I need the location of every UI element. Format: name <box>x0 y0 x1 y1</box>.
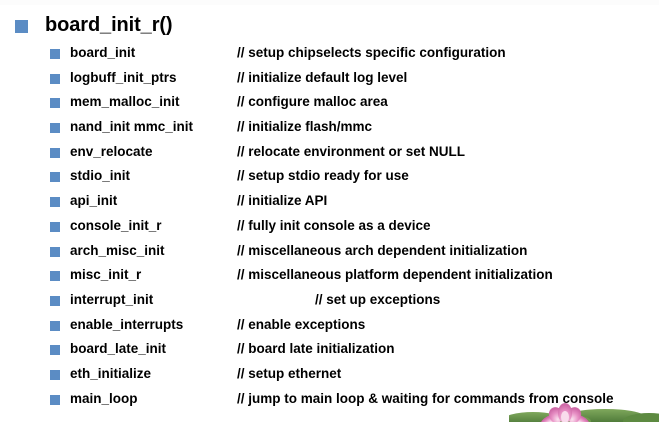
function-name: board_late_init <box>70 341 167 357</box>
list-item[interactable]: arch_misc_init // miscellaneous arch depe… <box>0 241 659 266</box>
function-comment: // setup stdio ready for use <box>237 168 409 184</box>
function-comment: // fully init console as a device <box>237 217 431 233</box>
list-item[interactable]: mem_malloc_init // configure malloc area <box>0 92 659 117</box>
square-bullet-icon <box>50 369 60 380</box>
square-bullet-icon <box>50 49 60 59</box>
list-item[interactable]: stdio_init // setup stdio ready for use <box>0 166 659 191</box>
list-item[interactable]: nand_init mmc_init // initialize flash/mm… <box>0 117 659 142</box>
square-bullet-icon <box>50 394 60 405</box>
function-comment: // enable exceptions <box>237 316 366 332</box>
square-bullet-icon <box>50 295 60 306</box>
list-item[interactable]: misc_init_r // miscellaneous platform dep… <box>0 265 659 290</box>
function-comment: // miscellaneous arch dependent initiali… <box>237 242 528 258</box>
list-item[interactable]: env_relocate // relocate environment or s… <box>0 142 659 167</box>
slide-title-row: board_init_r() <box>15 13 173 37</box>
function-name: mem_malloc_init <box>70 94 180 110</box>
list-item[interactable]: enable_interrupts // enable exceptions <box>0 315 659 340</box>
square-bullet-icon <box>50 172 60 183</box>
function-name: console_init_r <box>70 217 162 233</box>
list-item[interactable]: interrupt_init // set up exceptions <box>0 290 659 315</box>
function-name: enable_interrupts <box>70 316 184 332</box>
square-bullet-icon <box>50 123 60 134</box>
function-comment: // initialize flash/mmc <box>237 119 373 135</box>
function-name: misc_init_r <box>70 267 142 283</box>
square-bullet-icon <box>50 73 60 84</box>
function-name: arch_misc_init <box>70 242 165 258</box>
function-comment: // relocate environment or set NULL <box>237 143 466 159</box>
square-bullet-icon <box>50 221 60 232</box>
function-comment: // configure malloc area <box>237 94 388 110</box>
list-item[interactable]: logbuff_init_ptrs // initialize default l… <box>0 68 659 93</box>
function-name: env_relocate <box>70 143 153 159</box>
top-band <box>0 0 659 5</box>
page-title: board_init_r() <box>45 13 173 36</box>
init-sequence-list: board_init // setup chipselects specific … <box>0 43 659 413</box>
function-name: main_loop <box>70 390 138 406</box>
function-name: interrupt_init <box>70 291 154 307</box>
function-name: api_init <box>70 193 118 209</box>
function-comment: // jump to main loop & waiting for comma… <box>237 390 614 406</box>
square-bullet-icon <box>50 271 60 282</box>
list-item[interactable]: eth_initialize // setup ethernet <box>0 364 659 389</box>
function-comment: // set up exceptions <box>315 291 441 307</box>
function-comment: // board late initialization <box>237 341 395 357</box>
function-comment: // setup chipselects specific configurat… <box>237 45 506 60</box>
square-bullet-icon <box>50 345 60 356</box>
function-name: logbuff_init_ptrs <box>70 69 177 85</box>
square-bullet-icon <box>50 246 60 257</box>
function-comment: // initialize API <box>237 193 328 209</box>
square-bullet-icon <box>50 320 60 331</box>
function-comment: // initialize default log level <box>237 69 408 85</box>
function-comment: // miscellaneous platform dependent init… <box>237 267 553 283</box>
function-name: stdio_init <box>70 168 130 184</box>
list-item[interactable]: board_init // setup chipselects specific … <box>0 43 659 68</box>
square-bullet-icon <box>50 98 60 109</box>
list-item[interactable]: board_late_init // board late initializat… <box>0 339 659 364</box>
list-item[interactable]: console_init_r // fully init console as a… <box>0 216 659 241</box>
function-name: board_init <box>70 45 136 60</box>
list-item[interactable]: api_init // initialize API <box>0 191 659 216</box>
list-item[interactable]: main_loop // jump to main loop & waiting … <box>0 389 659 414</box>
function-name: nand_init mmc_init <box>70 119 194 135</box>
square-bullet-icon <box>50 147 60 158</box>
square-bullet-icon <box>50 197 60 208</box>
function-comment: // setup ethernet <box>237 365 342 381</box>
square-bullet-icon <box>15 19 28 33</box>
function-name: eth_initialize <box>70 365 152 381</box>
